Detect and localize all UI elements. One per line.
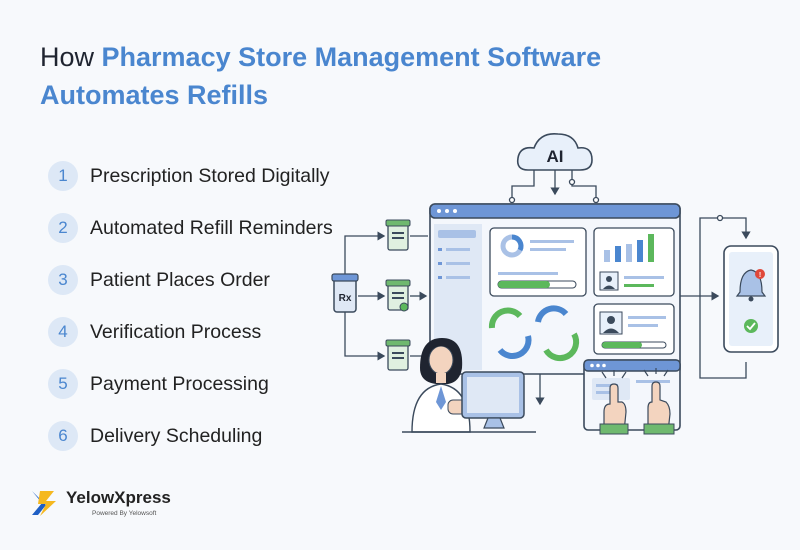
rx-symbol: Rx	[339, 293, 352, 304]
pharmacist-illustration	[411, 338, 471, 433]
ai-cloud-icon: AI	[516, 132, 593, 171]
right-connectors	[535, 214, 751, 406]
page-title: How Pharmacy Store Management Software A…	[40, 38, 660, 114]
brand-tagline: Powered By Yelowsoft	[92, 510, 157, 517]
step-number: 6	[48, 421, 78, 451]
step-label: Automated Refill Reminders	[90, 216, 333, 239]
medicine-bottle-icon	[385, 339, 411, 371]
computer-monitor-icon	[461, 371, 525, 429]
step-number: 2	[48, 213, 78, 243]
brand-name: YelowXpress	[66, 488, 171, 507]
prescription-icon: Rx	[331, 273, 359, 313]
step-item: 1 Prescription Stored Digitally	[48, 150, 333, 202]
step-number: 4	[48, 317, 78, 347]
step-label: Verification Process	[90, 320, 262, 343]
step-item: 5 Payment Processing	[48, 358, 333, 410]
title-prefix: How	[40, 42, 102, 72]
hand-tap-icon	[599, 368, 675, 435]
brand-logo: YelowXpress Powered By Yelowsoft	[30, 488, 171, 517]
svg-text:!: !	[759, 272, 761, 279]
step-number: 1	[48, 161, 78, 191]
medicine-bottle-icon	[385, 279, 411, 312]
check-icon	[744, 319, 758, 333]
step-number: 3	[48, 265, 78, 295]
title-highlight: Pharmacy Store Management Software Autom…	[40, 42, 602, 110]
step-item: 3 Patient Places Order	[48, 254, 333, 306]
step-label: Delivery Scheduling	[90, 424, 263, 447]
step-label: Patient Places Order	[90, 268, 270, 291]
step-label: Prescription Stored Digitally	[90, 164, 330, 187]
sync-icon	[488, 305, 580, 362]
dashboard-window	[429, 203, 681, 375]
steps-list: 1 Prescription Stored Digitally 2 Automate…	[48, 150, 333, 462]
left-connectors	[344, 231, 428, 361]
step-item: 6 Delivery Scheduling	[48, 410, 333, 462]
step-item: 2 Automated Refill Reminders	[48, 202, 333, 254]
smartphone-icon: !	[723, 245, 779, 353]
step-label: Payment Processing	[90, 372, 269, 395]
ai-label: AI	[547, 147, 564, 166]
step-item: 4 Verification Process	[48, 306, 333, 358]
lightning-logo-icon	[32, 490, 56, 516]
step-number: 5	[48, 369, 78, 399]
medicine-bottle-icon	[385, 219, 411, 251]
cloud-connectors	[508, 170, 600, 204]
